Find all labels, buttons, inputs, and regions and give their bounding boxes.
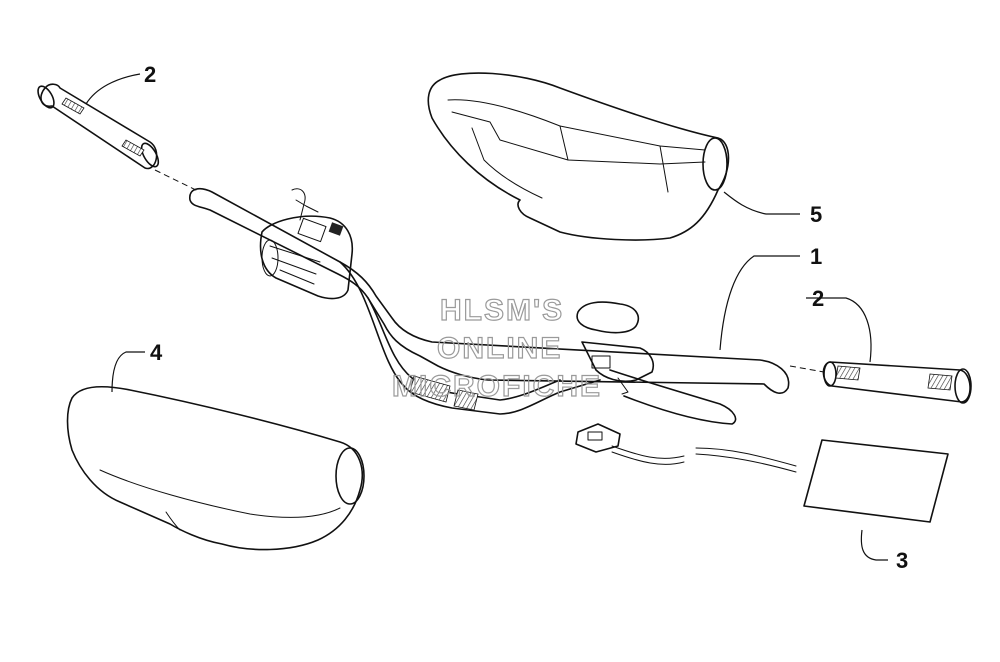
watermark-line3: MICROFICHE <box>392 370 602 403</box>
callout-5: 5 <box>810 202 822 227</box>
leader-2b <box>806 297 872 363</box>
callout-4: 4 <box>150 340 163 365</box>
leader-1 <box>719 255 800 351</box>
right-grip-axis <box>789 365 825 373</box>
watermark-line1: HLSM'S <box>440 294 564 327</box>
brake-lever-assembly <box>576 301 737 425</box>
callout-2-right: 2 <box>812 286 824 311</box>
leader-5 <box>723 191 800 215</box>
left-grip <box>37 83 160 170</box>
leader-2a <box>85 73 141 105</box>
callout-3: 3 <box>896 548 908 573</box>
leader-4 <box>111 351 145 393</box>
right-grip <box>822 361 972 404</box>
handlebar <box>189 187 790 415</box>
watermark: HLSM'S ONLINE MICROFICHE <box>391 293 602 403</box>
callout-2-left: 2 <box>144 62 156 87</box>
left-hand-guard <box>66 385 365 551</box>
right-hand-guard <box>427 72 730 241</box>
left-control-housing <box>259 188 354 300</box>
left-grip-axis <box>154 169 201 193</box>
callout-1: 1 <box>810 244 822 269</box>
grip-heater <box>575 423 949 523</box>
leader-3 <box>860 529 888 561</box>
watermark-line2: ONLINE <box>437 332 562 365</box>
